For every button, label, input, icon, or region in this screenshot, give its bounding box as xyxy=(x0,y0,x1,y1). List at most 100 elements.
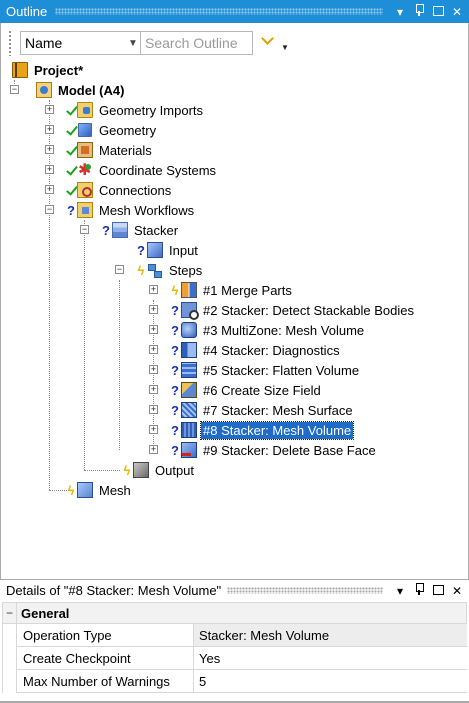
collapse-stacker-toggle[interactable]: − xyxy=(80,224,89,234)
check-status-icon xyxy=(66,183,76,197)
expand-step-7-toggle[interactable]: + xyxy=(149,404,158,414)
diagnostics-icon xyxy=(181,342,197,358)
lightning-status-icon: ϟ xyxy=(137,262,145,278)
question-status-icon: ? xyxy=(171,322,179,338)
close-icon[interactable]: ✕ xyxy=(451,4,463,19)
dropdown-arrow-icon[interactable]: ▾ xyxy=(396,4,404,19)
check-status-icon xyxy=(66,103,76,117)
tree-item-input[interactable]: ? Input xyxy=(136,240,200,260)
connections-icon xyxy=(77,182,93,198)
expand-step-2-toggle[interactable]: + xyxy=(149,304,158,314)
project-icon xyxy=(12,62,28,78)
question-status-icon: ? xyxy=(171,442,179,458)
search-outline-input[interactable] xyxy=(141,31,253,55)
tree-item-label: Mesh Workflows xyxy=(99,202,195,218)
maximize-icon[interactable] xyxy=(431,584,445,598)
property-value[interactable]: Yes xyxy=(199,650,221,666)
tree-item-materials[interactable]: Materials xyxy=(66,140,154,160)
tree-item-step-5[interactable]: ? #5 Stacker: Flatten Volume xyxy=(170,360,361,380)
chevron-down-icon: ▼ xyxy=(128,37,138,49)
property-row-max-warnings[interactable]: Max Number of Warnings 5 xyxy=(16,670,467,693)
collapse-section-icon[interactable]: − xyxy=(3,603,17,623)
tree-item-step-9[interactable]: ? #9 Stacker: Delete Base Face xyxy=(170,440,378,460)
maximize-icon[interactable] xyxy=(431,5,445,19)
titlebar-grip[interactable] xyxy=(227,587,383,594)
expand-geometry-toggle[interactable]: + xyxy=(45,124,54,134)
tree-item-label: Project* xyxy=(34,62,84,78)
property-value: Stacker: Mesh Volume xyxy=(194,624,467,646)
collapse-mesh-workflows-toggle[interactable]: − xyxy=(45,204,54,214)
filter-type-select[interactable]: Name ▼ xyxy=(20,31,141,55)
expand-step-9-toggle[interactable]: + xyxy=(149,444,158,454)
question-status-icon: ? xyxy=(171,382,179,398)
tree-item-stacker[interactable]: ? Stacker xyxy=(101,220,180,240)
toolbar-grip[interactable] xyxy=(8,30,12,56)
question-status-icon: ? xyxy=(171,402,179,418)
panel-bottom-border xyxy=(0,701,469,703)
tree-item-label: #2 Stacker: Detect Stackable Bodies xyxy=(203,302,415,318)
tree-item-label: Steps xyxy=(169,262,203,278)
tree-item-project[interactable]: Project* xyxy=(12,60,85,80)
check-status-icon xyxy=(66,163,76,177)
tree-item-step-1[interactable]: ϟ #1 Merge Parts xyxy=(170,280,294,300)
tree-item-mesh[interactable]: ϟ Mesh xyxy=(66,480,133,500)
tree-item-step-8[interactable]: ? #8 Stacker: Mesh Volume xyxy=(170,420,355,440)
geometry-imports-icon xyxy=(77,102,93,118)
tree-item-label: Stacker xyxy=(134,222,179,238)
tree-item-coordinate-systems[interactable]: Coordinate Systems xyxy=(66,160,218,180)
property-value[interactable]: 5 xyxy=(199,673,207,689)
tree-item-connections[interactable]: Connections xyxy=(66,180,173,200)
outline-titlebar: Outline ▾ ✕ xyxy=(0,0,469,23)
outline-title: Outline xyxy=(6,4,48,19)
tree-item-label: #4 Stacker: Diagnostics xyxy=(203,342,340,358)
multizone-icon xyxy=(181,322,197,338)
tree-item-model[interactable]: Model (A4) xyxy=(36,80,126,100)
expand-materials-toggle[interactable]: + xyxy=(45,144,54,154)
property-row-create-checkpoint[interactable]: Create Checkpoint Yes xyxy=(16,647,467,670)
input-icon xyxy=(147,242,163,258)
tree-item-step-4[interactable]: ? #4 Stacker: Diagnostics xyxy=(170,340,342,360)
expand-step-3-toggle[interactable]: + xyxy=(149,324,158,334)
tree-item-step-7[interactable]: ? #7 Stacker: Mesh Surface xyxy=(170,400,355,420)
section-header-general[interactable]: − General xyxy=(2,602,467,624)
titlebar-grip[interactable] xyxy=(55,8,383,15)
question-status-icon: ? xyxy=(102,222,110,238)
materials-icon xyxy=(77,142,93,158)
tree-item-step-2[interactable]: ? #2 Stacker: Detect Stackable Bodies xyxy=(170,300,416,320)
tree-item-mesh-workflows[interactable]: ? Mesh Workflows xyxy=(66,200,196,220)
tree-item-label: #6 Create Size Field xyxy=(203,382,321,398)
collapse-steps-toggle[interactable]: − xyxy=(115,264,124,274)
property-row-operation-type[interactable]: Operation Type Stacker: Mesh Volume xyxy=(16,624,467,647)
tree-item-geometry-imports[interactable]: Geometry Imports xyxy=(66,100,205,120)
tree-item-label: Coordinate Systems xyxy=(99,162,217,178)
tree-item-step-3[interactable]: ? #3 MultiZone: Mesh Volume xyxy=(170,320,366,340)
expand-step-6-toggle[interactable]: + xyxy=(149,384,158,394)
expand-step-4-toggle[interactable]: + xyxy=(149,344,158,354)
section-gutter xyxy=(2,624,16,693)
tree-item-steps[interactable]: ϟ Steps xyxy=(136,260,204,280)
lightning-status-icon: ϟ xyxy=(123,462,131,478)
tree-item-output[interactable]: ϟ Output xyxy=(122,460,196,480)
close-icon[interactable]: ✕ xyxy=(451,583,463,598)
dropdown-arrow-icon: ▼ xyxy=(281,43,289,52)
expand-connections-toggle[interactable]: + xyxy=(45,184,54,194)
expand-step-5-toggle[interactable]: + xyxy=(149,364,158,374)
search-options-button[interactable]: ▼ xyxy=(257,31,291,55)
tree-item-step-6[interactable]: ? #6 Create Size Field xyxy=(170,380,323,400)
expand-coordinate-systems-toggle[interactable]: + xyxy=(45,164,54,174)
outline-toolbar: Name ▼ ▼ xyxy=(8,27,291,59)
output-icon xyxy=(133,462,149,478)
model-icon xyxy=(36,82,52,98)
tree-item-geometry[interactable]: Geometry xyxy=(66,120,158,140)
collapse-model-toggle[interactable]: − xyxy=(10,84,19,94)
tree-item-label: #1 Merge Parts xyxy=(203,282,292,298)
question-status-icon: ? xyxy=(171,422,179,438)
expand-step-8-toggle[interactable]: + xyxy=(149,424,158,434)
expand-geometry-imports-toggle[interactable]: + xyxy=(45,104,54,114)
dropdown-arrow-icon[interactable]: ▾ xyxy=(396,583,404,598)
tree-item-label: Output xyxy=(155,462,195,478)
pin-icon[interactable] xyxy=(412,4,426,19)
pin-icon[interactable] xyxy=(412,583,426,598)
details-titlebar: Details of "#8 Stacker: Mesh Volume" ▾ ✕ xyxy=(0,579,469,601)
expand-step-1-toggle[interactable]: + xyxy=(149,284,158,294)
